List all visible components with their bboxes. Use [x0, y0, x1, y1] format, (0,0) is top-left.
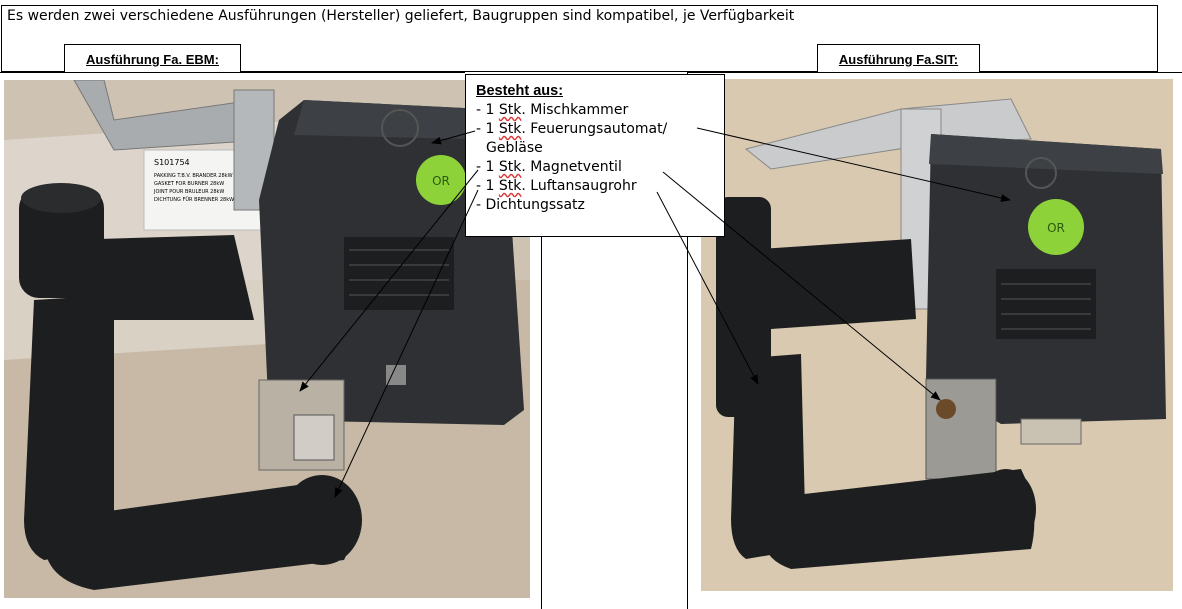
fan-grille	[344, 237, 454, 310]
photo-ebm-illustration: S101754 PAKKING T.B.V. BRANDER 28kW GASK…	[4, 80, 530, 598]
photo-ebm: S101754 PAKKING T.B.V. BRANDER 28kW GASK…	[4, 80, 530, 598]
divider-line-left	[541, 237, 542, 609]
air-intake-tube	[19, 183, 362, 590]
header-box	[1, 5, 1158, 72]
label-line-1: PAKKING T.B.V. BRANDER 28kW	[154, 173, 233, 179]
rule-left	[0, 72, 465, 73]
callout-title: Besteht aus:	[476, 83, 564, 99]
callout-item-geblaese: Gebläse	[486, 140, 543, 156]
photo-sit: OR	[701, 79, 1173, 591]
right-title-text: Ausführung Fa.SIT:	[838, 51, 959, 67]
fan-grille-right	[996, 269, 1096, 339]
left-title-text: Ausführung Fa. EBM:	[86, 51, 219, 67]
label-code: S101754	[154, 158, 190, 167]
header-text: Es werden zwei verschiedene Ausführungen…	[7, 8, 795, 24]
sticker-mark: OR	[432, 174, 450, 188]
callout-item-feuerungsautomat: - 1 Stk. Feuerungsautomat/	[476, 121, 668, 137]
sticker-mark-right: OR	[1047, 221, 1065, 235]
components-callout: Besteht aus: - 1 Stk. Mischkammer - 1 St…	[465, 74, 725, 237]
logo-circle-right	[1025, 157, 1057, 189]
label-line-2: GASKET FOR BURNER 28kW	[154, 181, 224, 187]
right-title: Ausführung Fa.SIT:	[817, 44, 980, 73]
quality-sticker: OR	[416, 155, 466, 205]
rule-right	[687, 72, 1182, 73]
left-title: Ausführung Fa. EBM:	[64, 44, 241, 73]
quality-sticker-right: OR	[1028, 199, 1084, 255]
logo-circle	[381, 109, 419, 147]
gas-valve-right	[925, 378, 997, 480]
callout-item-magnetventil: - 1 Stk. Magnetventil	[476, 159, 622, 175]
photo-sit-illustration: OR	[701, 79, 1173, 591]
label-line-3: JOINT POUR BRULEUR 28kW	[153, 189, 224, 195]
label-line-4: DICHTUNG FÜR BRENNER 28kW	[154, 196, 234, 203]
callout-item-luftansaugrohr: - 1 Stk. Luftansaugrohr	[476, 178, 637, 194]
callout-item-dichtungssatz: - Dichtungssatz	[476, 197, 585, 213]
callout-item-mischkammer: - 1 Stk. Mischkammer	[476, 102, 629, 118]
connector	[386, 365, 406, 385]
